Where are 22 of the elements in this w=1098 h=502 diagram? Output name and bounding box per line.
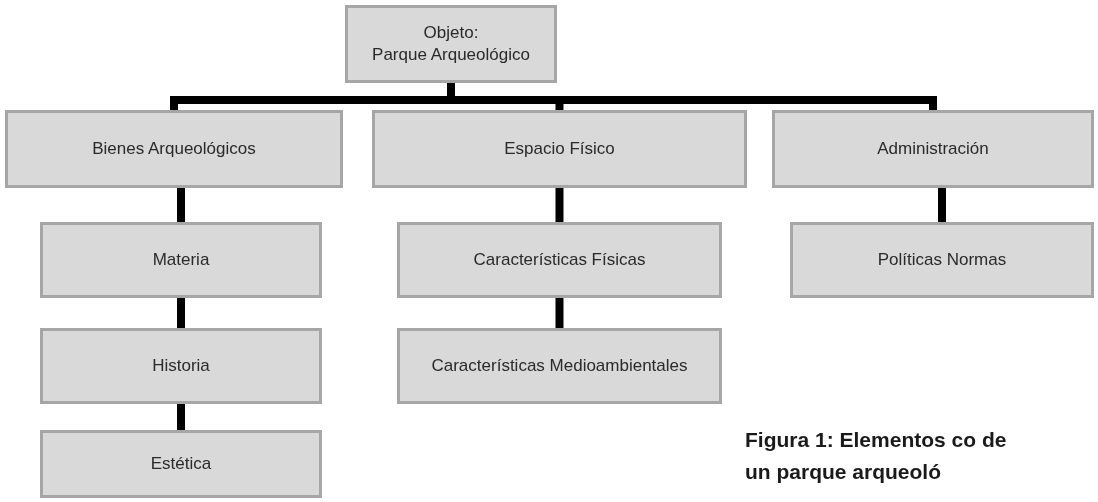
hierarchy-box — [345, 5, 557, 83]
hierarchy-box — [40, 328, 322, 404]
hierarchy-box — [372, 110, 747, 188]
box-label: Historia — [152, 355, 210, 377]
box-label: Características Físicas — [473, 249, 646, 271]
hierarchy-box — [40, 222, 322, 298]
hierarchy-box — [40, 430, 322, 498]
hierarchy-box — [772, 110, 1094, 188]
box-label: Bienes Arqueológicos — [92, 138, 256, 160]
box-label: Parque Arqueológico — [372, 44, 530, 66]
box-label: Materia — [152, 249, 210, 271]
hierarchy-box — [397, 328, 722, 404]
box-label: Objeto: — [423, 22, 479, 44]
box-label: Características Medioambientales — [431, 355, 688, 377]
hierarchy-box — [790, 222, 1094, 298]
hierarchy-box — [5, 110, 343, 188]
box-label: Espacio Físico — [504, 138, 615, 160]
hierarchy-box — [397, 222, 722, 298]
box-label: Estética — [150, 453, 212, 475]
box-label: Administración — [877, 138, 989, 160]
box-label: Políticas Normas — [877, 249, 1007, 271]
figure-caption: Figura 1: Elementos co de un parque arqueoló — [745, 427, 1008, 485]
